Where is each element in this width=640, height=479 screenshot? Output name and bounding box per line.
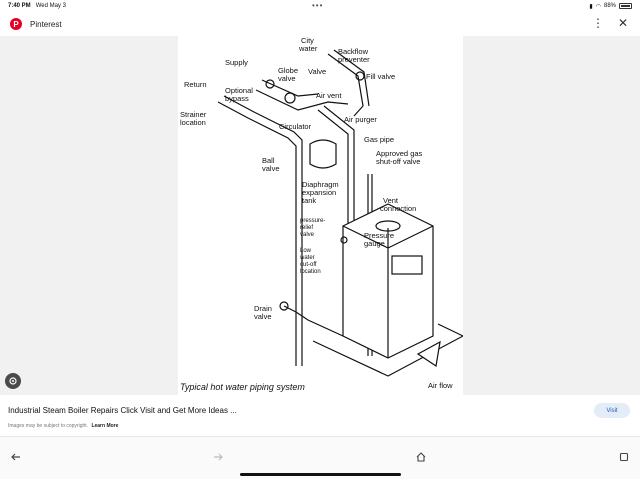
image-viewer: Supply Return City water Backflow preven… bbox=[0, 36, 640, 395]
label-gauge: gauge bbox=[364, 239, 385, 248]
air-flow-arrow bbox=[416, 340, 441, 368]
label-water-cutoff: water bbox=[299, 255, 315, 261]
pin-image[interactable]: Supply Return City water Backflow preven… bbox=[178, 36, 465, 395]
label-ball: Ball bbox=[262, 156, 275, 165]
copyright-notice: Images may be subject to copyright. Lear… bbox=[8, 423, 118, 429]
label-globe-valve: valve bbox=[278, 74, 296, 83]
label-bypass: bypass bbox=[225, 94, 249, 103]
backflow-symbol bbox=[355, 71, 365, 81]
top-actions: ⋮ ✕ bbox=[592, 16, 628, 30]
label-tank: tank bbox=[302, 196, 316, 205]
circulator-symbol bbox=[284, 92, 296, 104]
label-location: location bbox=[180, 118, 206, 127]
label-vent-connection: connection bbox=[380, 204, 416, 213]
label-fill-valve: Fill valve bbox=[366, 72, 395, 81]
label-water: water bbox=[298, 44, 318, 53]
expansion-tank bbox=[309, 139, 337, 169]
label-preventer: preventer bbox=[338, 55, 370, 64]
label-cutoff-location: location bbox=[300, 269, 321, 275]
label-expansion: expansion bbox=[302, 188, 336, 197]
label-drain-valve: valve bbox=[254, 312, 272, 321]
label-strainer: Strainer bbox=[180, 110, 207, 119]
vent-connection bbox=[375, 220, 401, 232]
label-backflow: Backflow bbox=[338, 47, 369, 56]
label-air-vent: Air vent bbox=[316, 91, 342, 100]
boiler-panel bbox=[391, 255, 423, 275]
home-indicator[interactable] bbox=[240, 473, 401, 476]
label-city: City bbox=[301, 36, 314, 45]
close-icon[interactable]: ✕ bbox=[617, 16, 628, 30]
label-pressure-relief-3: valve bbox=[300, 232, 315, 238]
forward-arrow-icon[interactable] bbox=[210, 449, 226, 465]
status-date: Wed May 3 bbox=[35, 3, 66, 9]
pin-title[interactable]: Industrial Steam Boiler Repairs Click Vi… bbox=[8, 406, 237, 415]
status-bar: 7:40 PM Wed May 3 ••• ▮ ◠ 88% bbox=[0, 0, 640, 12]
city-water-pipe bbox=[327, 53, 364, 117]
diagram-caption: Typical hot water piping system bbox=[180, 382, 305, 392]
label-diaphragm: Diaphragm bbox=[302, 180, 339, 189]
label-return: Return bbox=[184, 80, 207, 89]
status-time: 7:40 PM bbox=[8, 3, 31, 9]
label-circulator: Circulator bbox=[279, 122, 312, 131]
return-pipe bbox=[217, 101, 297, 366]
label-ball-valve: valve bbox=[262, 164, 280, 173]
label-supply: Supply bbox=[225, 58, 248, 67]
globe-valve-symbol bbox=[265, 79, 275, 89]
app-name: Pinterest bbox=[30, 19, 62, 29]
hot-water-piping-diagram: Supply Return City water Backflow preven… bbox=[180, 36, 465, 392]
browser-toolbar bbox=[0, 436, 640, 479]
drain-line bbox=[283, 305, 344, 337]
multitasking-dots-icon[interactable]: ••• bbox=[312, 1, 324, 10]
pinterest-logo: P bbox=[10, 18, 22, 30]
label-air-purger: Air purger bbox=[344, 115, 377, 124]
label-gas-pipe: Gas pipe bbox=[364, 135, 394, 144]
learn-more-link[interactable]: Learn More bbox=[91, 423, 119, 429]
label-approved-gas: Approved gas bbox=[376, 149, 423, 158]
label-low: Low bbox=[300, 248, 312, 254]
wifi-icon: ◠ bbox=[595, 3, 601, 10]
label-pressure-relief-1: pressure- bbox=[300, 218, 325, 224]
label-pressure: Pressure bbox=[364, 231, 394, 240]
visit-button[interactable]: Visit bbox=[594, 403, 630, 418]
battery-percent: 88% bbox=[603, 3, 616, 9]
back-arrow-icon[interactable] bbox=[8, 449, 24, 465]
copyright-text: Images may be subject to copyright. bbox=[8, 423, 89, 429]
gauge-symbol bbox=[340, 236, 348, 244]
visual-search-icon[interactable] bbox=[5, 373, 21, 389]
app-top-bar: P Pinterest ⋮ ✕ bbox=[0, 12, 640, 36]
pin-info: Industrial Steam Boiler Repairs Click Vi… bbox=[0, 395, 640, 435]
label-cutoff: cut-off bbox=[300, 262, 317, 268]
signal-icon: ▮ bbox=[589, 3, 593, 10]
more-options-icon[interactable]: ⋮ bbox=[591, 16, 604, 30]
label-globe: Globe bbox=[278, 66, 298, 75]
status-indicators: ▮ ◠ 88% bbox=[589, 0, 632, 12]
label-valve: Valve bbox=[308, 67, 326, 76]
label-vent: Vent bbox=[383, 196, 399, 205]
label-pressure-relief-2: relief bbox=[300, 225, 313, 231]
battery-icon bbox=[619, 3, 632, 9]
label-drain: Drain bbox=[254, 304, 272, 313]
label-shutoff-valve: shut-off valve bbox=[376, 157, 420, 166]
drain-valve bbox=[279, 301, 289, 311]
home-icon[interactable] bbox=[413, 449, 429, 465]
label-optional: Optional bbox=[225, 86, 253, 95]
label-air-flow: Air flow bbox=[428, 381, 453, 390]
supply-pipe bbox=[255, 89, 349, 111]
tabs-icon[interactable] bbox=[616, 449, 632, 465]
